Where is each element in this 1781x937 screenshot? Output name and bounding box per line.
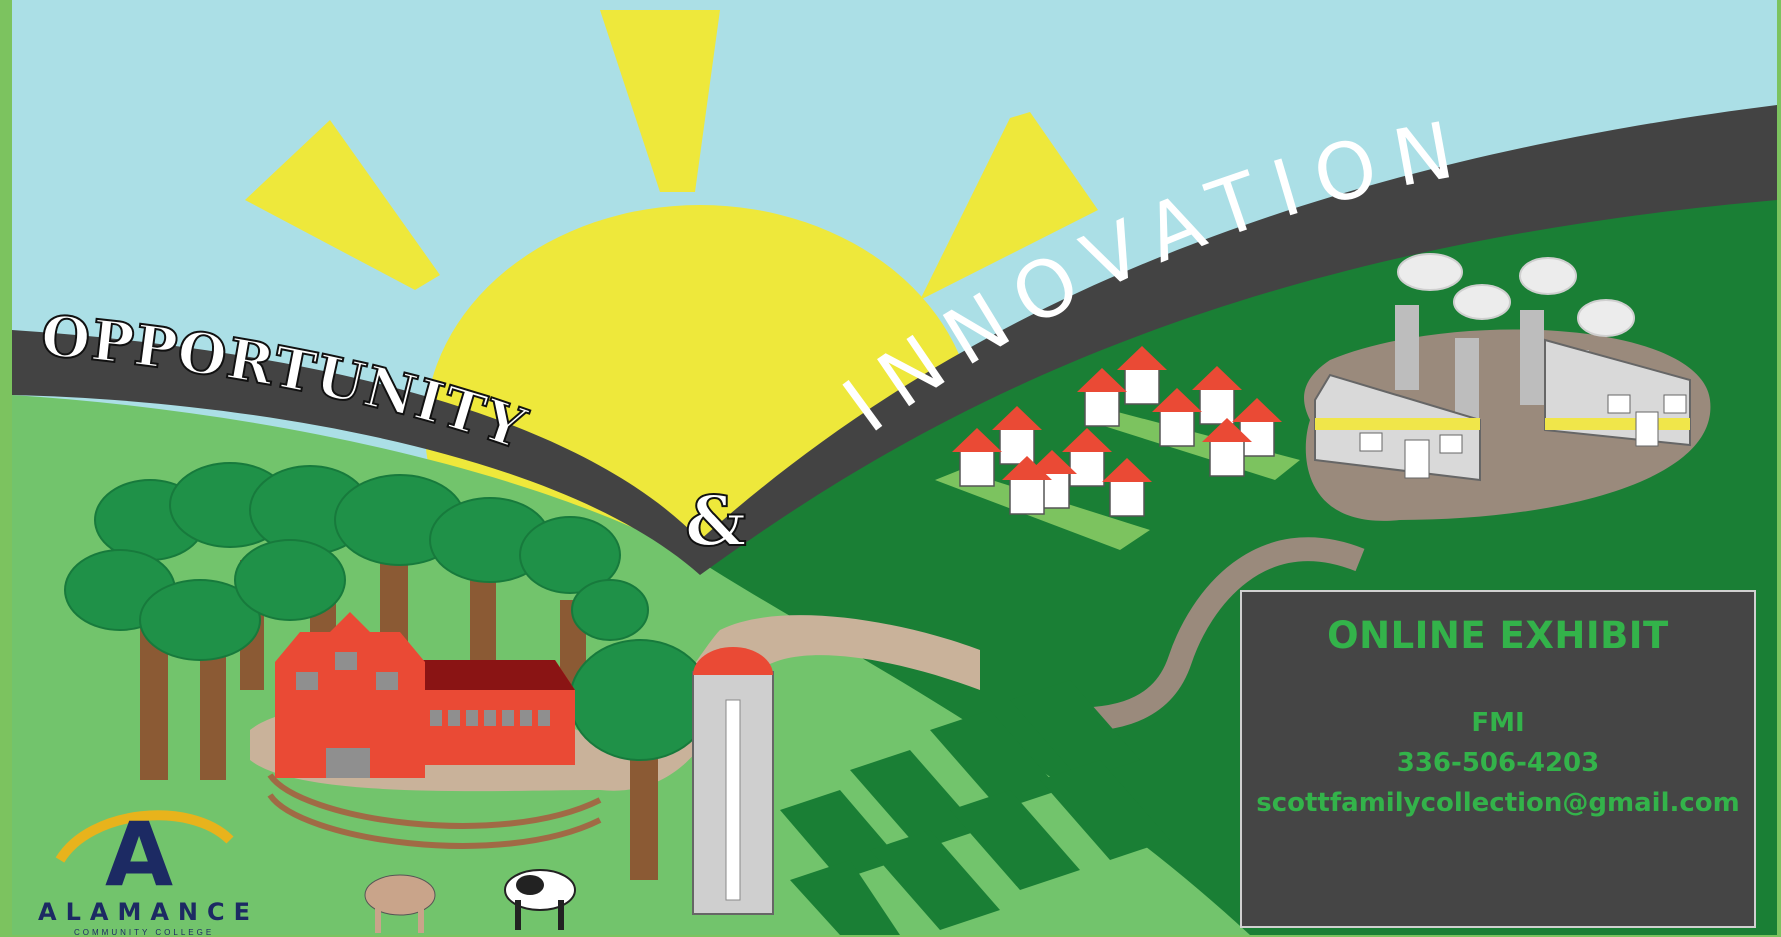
houses [935,346,1300,550]
sun-rays [245,10,1098,300]
barn [275,612,575,778]
logo-letter: A [105,803,173,900]
factory-right [1520,310,1691,447]
factory-left [1314,305,1481,482]
smoke-clouds [1397,253,1635,337]
tree-canopies [64,462,711,761]
crop-rows [780,680,1170,935]
road-banner [12,105,1777,575]
email-address: scottfamilycollection@gmail.com [1256,788,1740,818]
cows [364,869,576,933]
logo-subtitle: COMMUNITY COLLEGE [74,928,215,937]
info-heading: ONLINE EXHIBIT [1327,614,1669,657]
info-panel: ONLINE EXHIBIT FMI 336-506-4203 scottfam… [1240,590,1756,928]
college-logo: A ALAMANCE COMMUNITY COLLEGE [30,790,270,937]
logo-mark: A [55,803,234,906]
fmi-label: FMI [1471,708,1525,738]
phone-number: 336-506-4203 [1396,748,1600,778]
logo-name: ALAMANCE [38,898,259,926]
fence [267,773,602,849]
dirt-path [1059,537,1365,732]
title-ampersand: & [685,482,746,562]
silo [692,647,774,915]
